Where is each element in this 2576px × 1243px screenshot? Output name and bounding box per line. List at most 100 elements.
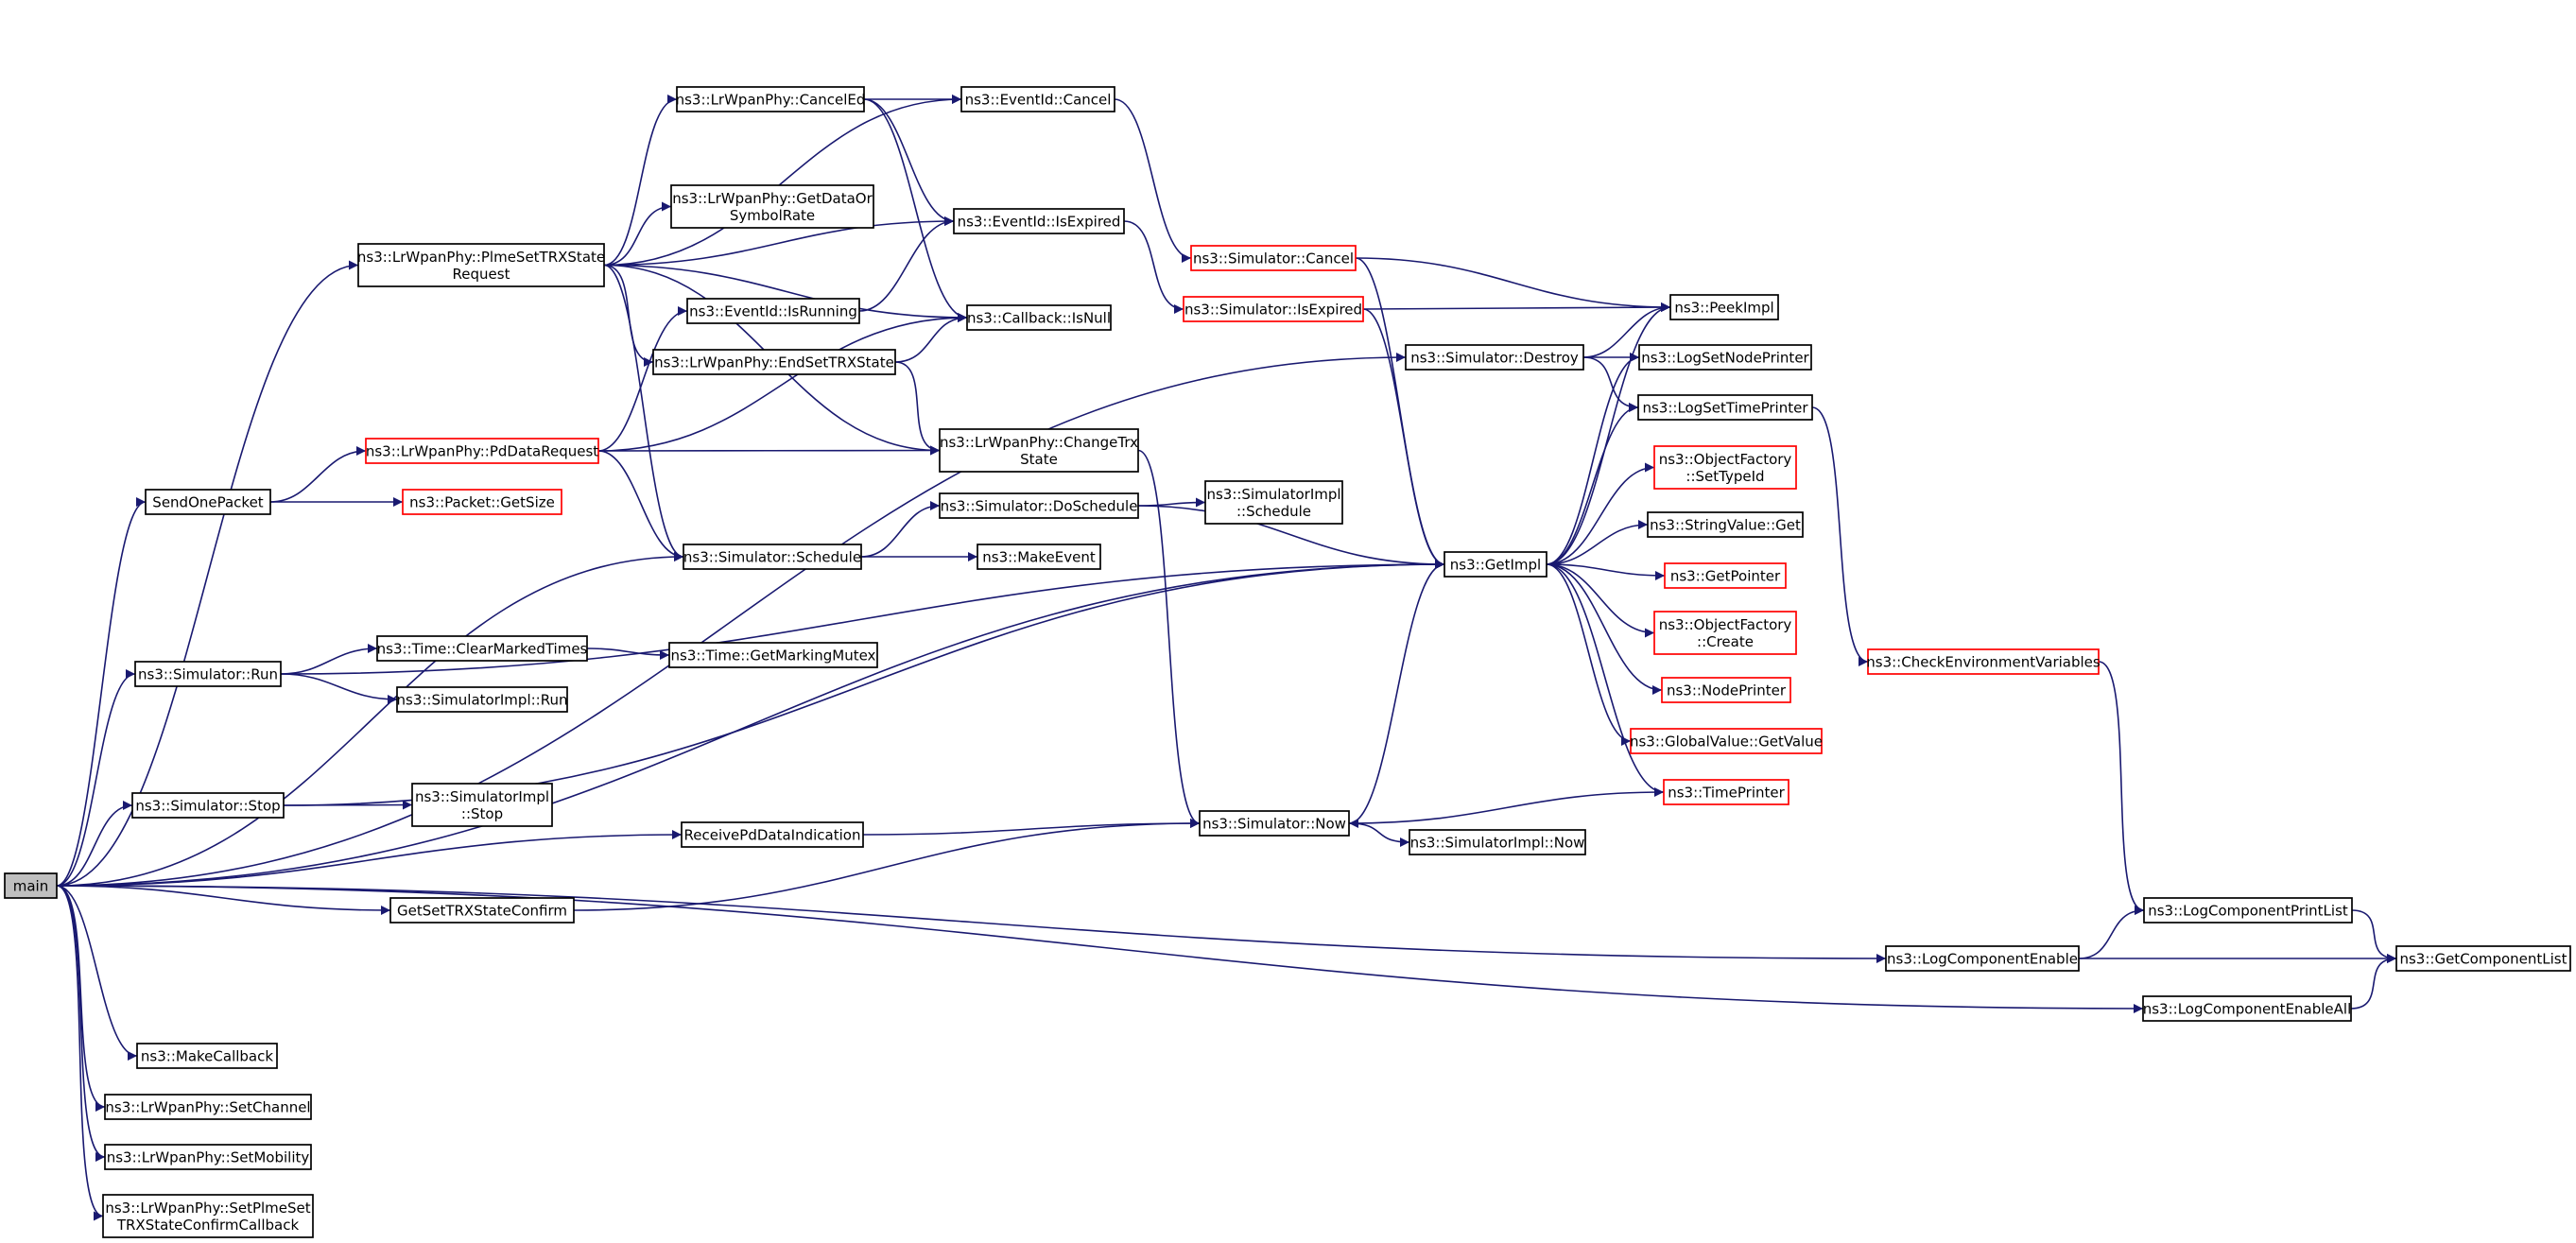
node-box — [4, 872, 58, 899]
node-label: ::Stop — [461, 805, 503, 822]
node-getSetTrx[interactable]: GetSetTRXStateConfirm — [389, 897, 575, 924]
node-label: ReceivePdDataIndication — [684, 827, 861, 844]
edge-plme-to-cbIsNull — [603, 264, 968, 322]
node-label: ns3::ObjectFactory — [1659, 451, 1792, 468]
edge-main-to-getSetTrx — [56, 885, 391, 915]
node-box — [136, 1043, 278, 1069]
node-timePrinter[interactable]: ns3::TimePrinter — [1663, 779, 1789, 805]
node-ofSetType[interactable]: ns3::ObjectFactory::SetTypeId — [1653, 445, 1797, 490]
node-recvPd[interactable]: ReceivePdDataIndication — [681, 821, 864, 848]
edge-plme-to-cancelEd — [603, 95, 678, 267]
node-box — [1669, 294, 1779, 320]
edge-main-to-recvPd — [56, 830, 683, 887]
node-implNow[interactable]: ns3::SimulatorImpl::Now — [1409, 829, 1586, 855]
node-ofCreate[interactable]: ns3::ObjectFactory::Create — [1653, 611, 1797, 655]
node-label: ns3::Simulator::Schedule — [683, 549, 861, 566]
node-setChannel[interactable]: ns3::LrWpanPhy::SetChannel — [104, 1094, 312, 1120]
node-evCancel[interactable]: ns3::EventId::Cancel — [960, 86, 1115, 112]
node-clearMarked[interactable]: ns3::Time::ClearMarkedTimes — [376, 635, 588, 662]
node-main[interactable]: main — [4, 872, 58, 899]
node-logTime[interactable]: ns3::LogSetTimePrinter — [1637, 394, 1813, 421]
node-box — [676, 86, 865, 112]
edge-plme-to-getDataOr — [603, 201, 672, 267]
node-isExpired[interactable]: ns3::EventId::IsExpired — [953, 208, 1125, 234]
node-box — [1653, 445, 1797, 490]
edge-logPrint-to-getCompList — [2351, 909, 2397, 963]
node-box — [960, 86, 1115, 112]
node-endSet[interactable]: ns3::LrWpanPhy::EndSetTRXState — [652, 349, 896, 375]
node-setMobility[interactable]: ns3::LrWpanPhy::SetMobility — [104, 1144, 312, 1170]
node-logNode[interactable]: ns3::LogSetNodePrinter — [1638, 344, 1812, 371]
node-implSched[interactable]: ns3::SimulatorImpl::Schedule — [1204, 480, 1343, 525]
node-label: ns3::StringValue::Get — [1650, 517, 1801, 534]
node-box — [1199, 810, 1350, 837]
node-getSize[interactable]: ns3::Packet::GetSize — [402, 489, 562, 515]
node-label: ns3::LogComponentPrintList — [2148, 903, 2348, 920]
node-simCancel[interactable]: ns3::Simulator::Cancel — [1190, 245, 1357, 271]
node-makeEvent[interactable]: ns3::MakeEvent — [977, 544, 1101, 570]
node-label: ns3::LrWpanPhy::EndSetTRXState — [654, 354, 894, 371]
node-label: SymbolRate — [730, 207, 815, 224]
node-nodePrinter[interactable]: ns3::NodePrinter — [1661, 677, 1791, 703]
node-implRun[interactable]: ns3::SimulatorImpl::Run — [396, 686, 568, 713]
node-simNow[interactable]: ns3::Simulator::Now — [1199, 810, 1350, 837]
node-doSched[interactable]: ns3::Simulator::DoSchedule — [939, 492, 1139, 519]
node-pdData[interactable]: ns3::LrWpanPhy::PdDataRequest — [365, 438, 599, 464]
node-logPrint[interactable]: ns3::LogComponentPrintList — [2143, 897, 2353, 924]
node-sendOne[interactable]: SendOnePacket — [145, 489, 271, 515]
node-getImpl[interactable]: ns3::GetImpl — [1444, 551, 1547, 578]
node-simIsExp[interactable]: ns3::Simulator::IsExpired — [1183, 296, 1364, 322]
node-isRunning[interactable]: ns3::EventId::IsRunning — [686, 298, 860, 324]
node-box — [2142, 995, 2352, 1022]
edge-main-to-plme — [56, 260, 359, 887]
node-logEnable[interactable]: ns3::LogComponentEnable — [1885, 945, 2080, 972]
node-cbIsNull[interactable]: ns3::Callback::IsNull — [966, 304, 1112, 331]
node-simRun[interactable]: ns3::Simulator::Run — [134, 661, 282, 687]
edge-pdData-to-changeTrx — [597, 445, 941, 456]
node-layer: main ns3::LrWpanPhy::PlmeSetTRXStateReque… — [4, 86, 2571, 1238]
edge-evCancel-to-simCancel — [1114, 98, 1192, 263]
node-schedule[interactable]: ns3::Simulator::Schedule — [683, 544, 862, 570]
node-label: ns3::Time::ClearMarkedTimes — [377, 641, 588, 658]
edge-logTime-to-checkEnv — [1811, 406, 1869, 666]
node-box — [1405, 344, 1584, 371]
node-label: ns3::TimePrinter — [1668, 785, 1785, 802]
node-logEnableAll[interactable]: ns3::LogComponentEnableAll — [2142, 995, 2352, 1022]
edge-simRun-to-clearMarked — [280, 644, 378, 675]
node-label: Request — [453, 266, 510, 283]
node-box — [1409, 829, 1586, 855]
node-peekImpl[interactable]: ns3::PeekImpl — [1669, 294, 1779, 320]
node-implStop[interactable]: ns3::SimulatorImpl::Stop — [411, 783, 553, 827]
edge-schedule-to-doSched — [860, 501, 941, 558]
node-gvGet[interactable]: ns3::GlobalValue::GetValue — [1630, 728, 1823, 754]
edge-simStop-to-getImpl — [283, 560, 1445, 806]
node-getPointer[interactable]: ns3::GetPointer — [1664, 562, 1787, 589]
node-strGet[interactable]: ns3::StringValue::Get — [1647, 511, 1804, 538]
edge-getImpl-to-logNode — [1546, 353, 1640, 565]
node-label: ns3::LrWpanPhy::PdDataRequest — [366, 443, 598, 460]
node-cancelEd[interactable]: ns3::LrWpanPhy::CancelEd — [676, 86, 866, 112]
node-setPlmeCb[interactable]: ns3::LrWpanPhy::SetPlmeSetTRXStateConfir… — [102, 1194, 314, 1238]
node-label: ns3::LrWpanPhy::GetDataOr — [672, 190, 873, 207]
node-box — [1867, 648, 2100, 675]
node-label: ns3::LrWpanPhy::PlmeSetTRXState — [357, 249, 605, 266]
node-box — [1885, 945, 2080, 972]
node-box — [1653, 611, 1797, 655]
node-box — [104, 1144, 312, 1170]
node-checkEnv[interactable]: ns3::CheckEnvironmentVariables — [1866, 648, 2101, 675]
edge-changeTrx-to-simNow — [1137, 449, 1201, 828]
edge-main-to-setMobility — [56, 885, 106, 1162]
node-box — [134, 661, 282, 687]
node-box — [389, 897, 575, 924]
node-label: ns3::Simulator::DoSchedule — [941, 498, 1138, 515]
node-getMarking[interactable]: ns3::Time::GetMarkingMutex — [668, 642, 878, 668]
node-makeCb[interactable]: ns3::MakeCallback — [136, 1043, 278, 1069]
edge-getImpl-to-nodePrinter — [1546, 563, 1663, 695]
node-destroy[interactable]: ns3::Simulator::Destroy — [1405, 344, 1584, 371]
node-simStop[interactable]: ns3::Simulator::Stop — [131, 792, 285, 819]
edge-logEnable-to-logPrint — [2078, 906, 2145, 959]
node-getCompList[interactable]: ns3::GetComponentList — [2395, 945, 2571, 972]
